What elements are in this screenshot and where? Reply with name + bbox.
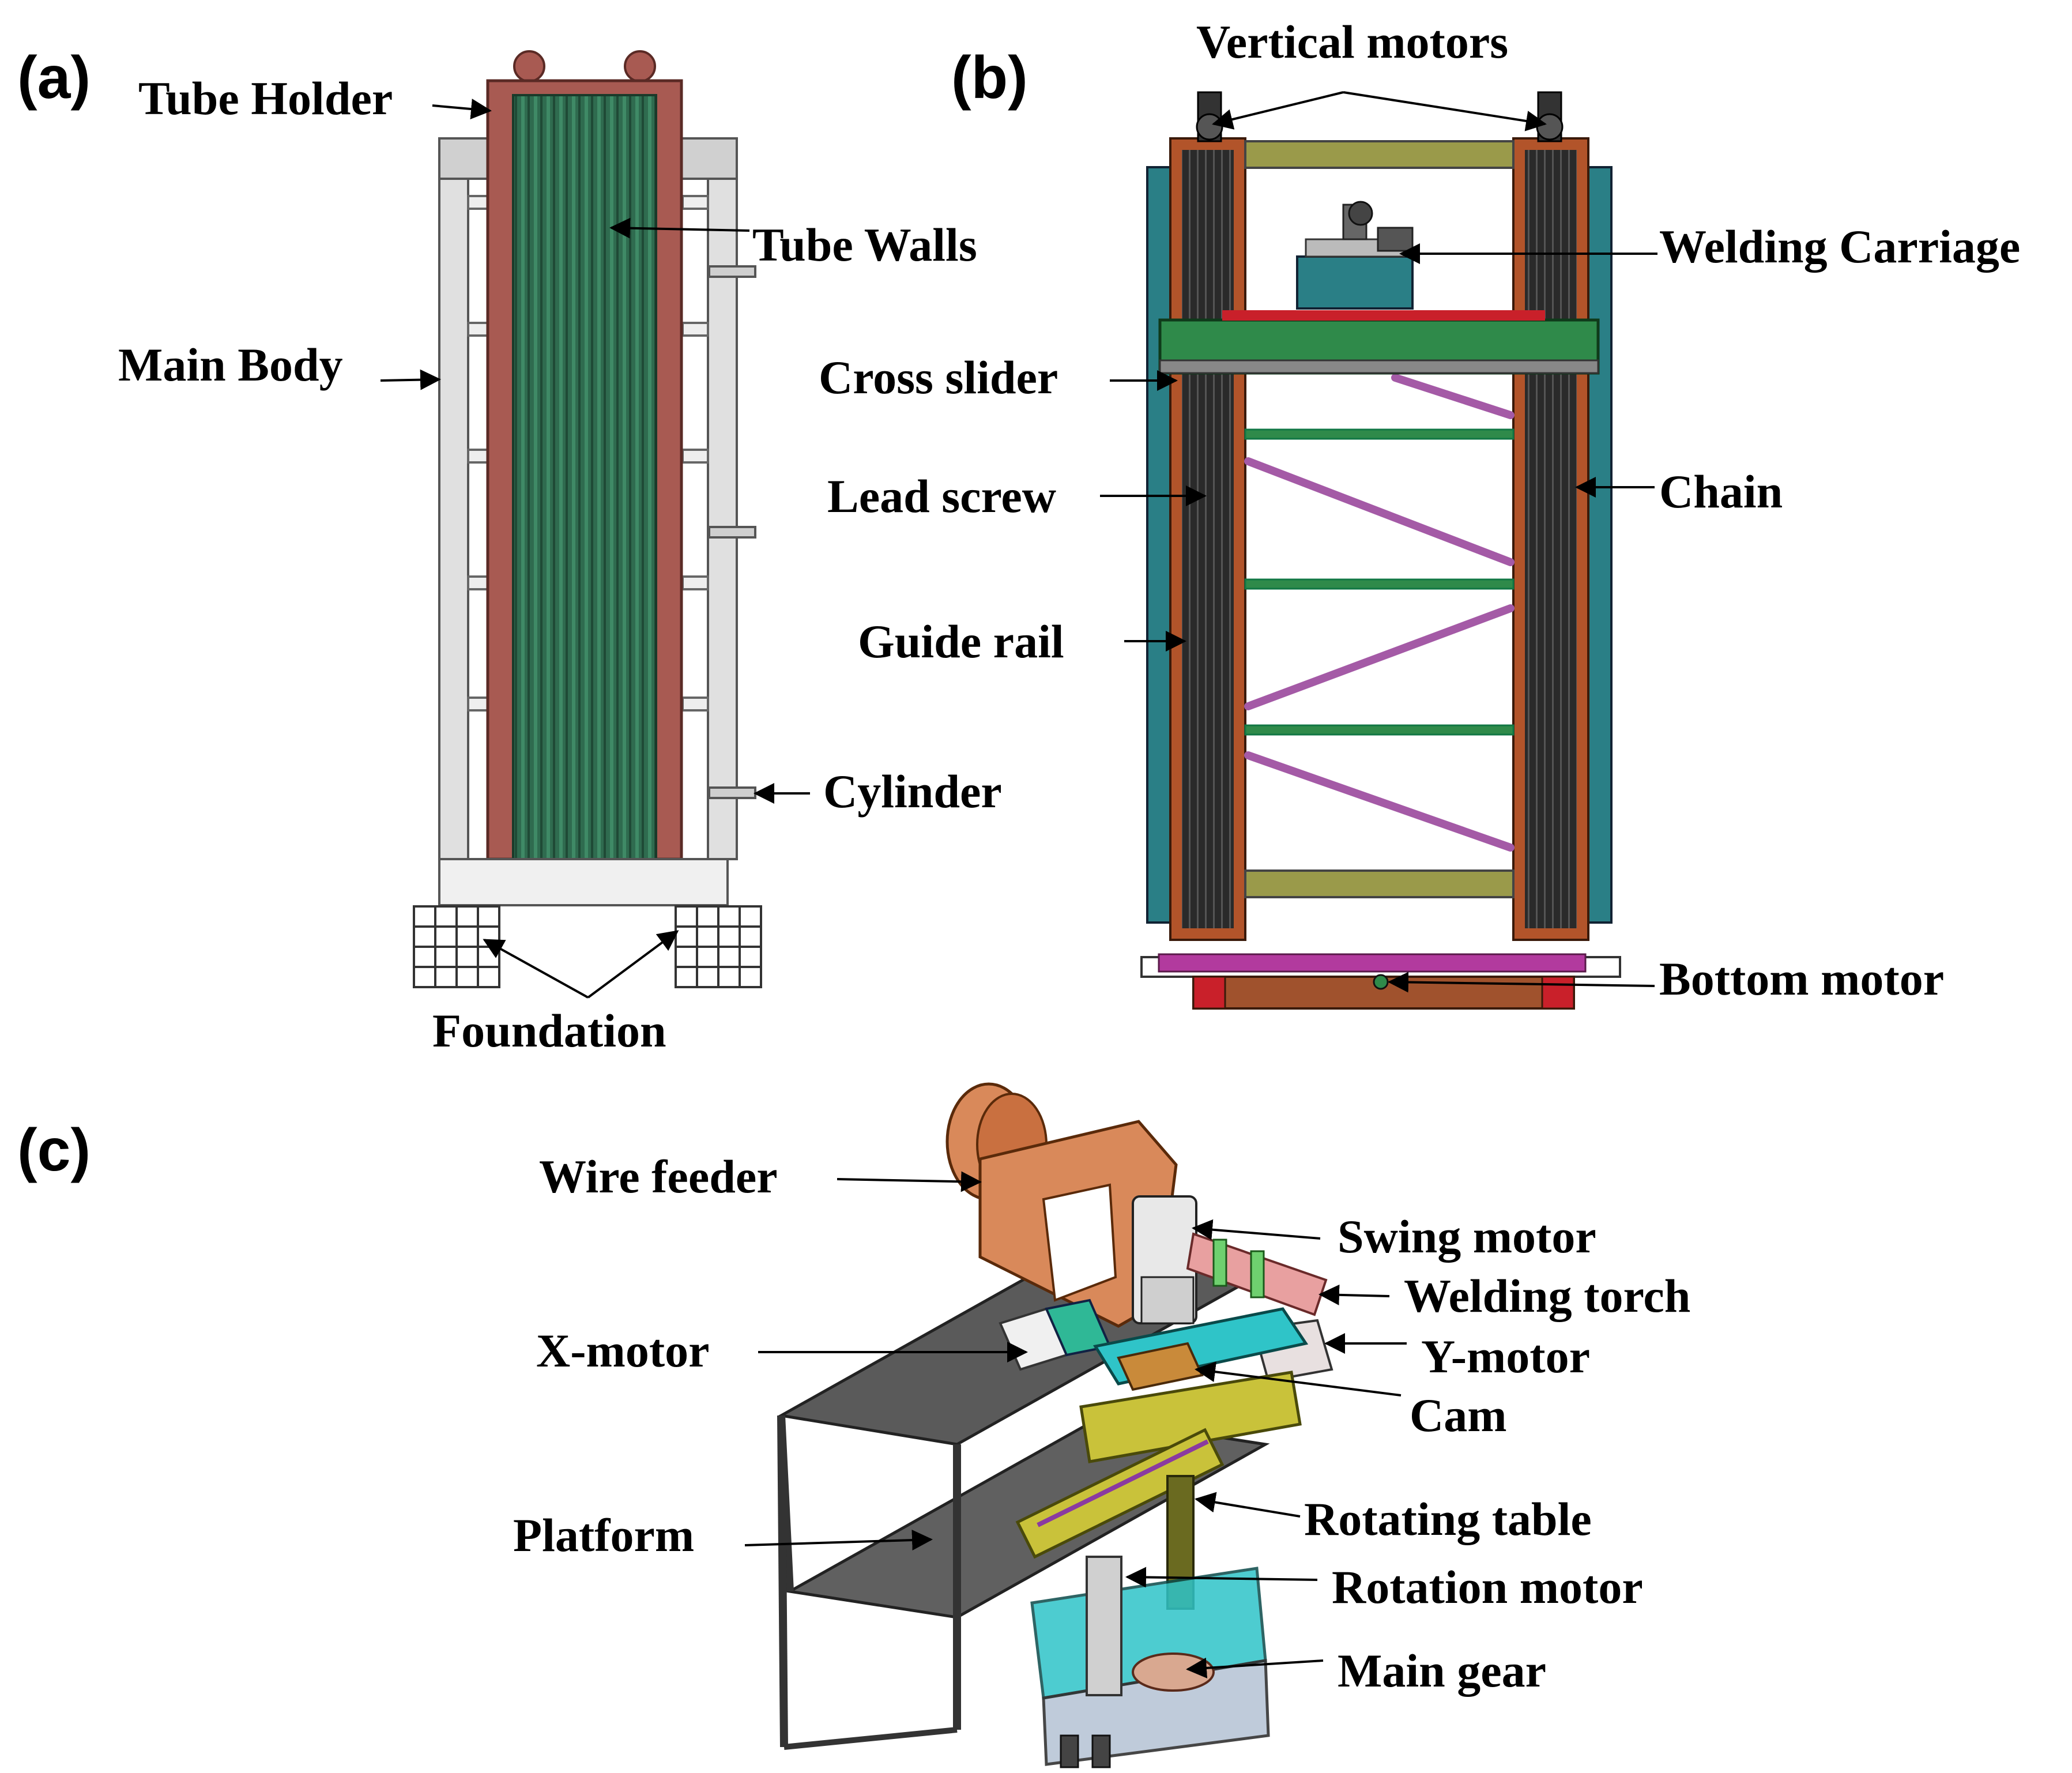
callout-tube-holder: Tube Holder bbox=[138, 72, 393, 125]
diagonal-struts bbox=[1244, 374, 1515, 852]
frame-rungs bbox=[1244, 428, 1515, 736]
callout-guide-rail: Guide rail bbox=[858, 615, 1064, 668]
base-foot-left bbox=[1192, 976, 1226, 1010]
panel-a-label: (a) bbox=[17, 44, 91, 111]
lifting-eye-right bbox=[624, 50, 656, 82]
callout-cam: Cam bbox=[1410, 1389, 1507, 1441]
welding-carriage bbox=[1296, 201, 1414, 310]
outer-column-left bbox=[1146, 166, 1171, 924]
guide-rail-right bbox=[1525, 150, 1577, 928]
tube-walls bbox=[512, 94, 657, 860]
leader-welding-torch bbox=[1318, 1284, 1390, 1305]
callout-wire-feeder: Wire feeder bbox=[539, 1150, 778, 1203]
housing-foot-left bbox=[1060, 1734, 1079, 1768]
bottom-motor-part bbox=[1373, 974, 1389, 990]
panel-b-label: (b) bbox=[951, 44, 1028, 111]
x-slide bbox=[1079, 1371, 1302, 1463]
leader-main-gear bbox=[1186, 1657, 1324, 1678]
callout-lead-screw: Lead screw bbox=[827, 470, 1056, 522]
leader-tube-walls bbox=[609, 217, 750, 239]
leader-vertical-motor-right bbox=[1343, 91, 1547, 131]
callout-welding-torch: Welding torch bbox=[1404, 1270, 1690, 1322]
cross-slider-top-strip bbox=[1222, 310, 1545, 321]
main-gear bbox=[1132, 1652, 1215, 1692]
leader-tube-holder bbox=[432, 99, 492, 119]
callout-y-motor: Y-motor bbox=[1421, 1330, 1590, 1383]
leader-rotating-table bbox=[1195, 1492, 1301, 1518]
vertical-motor-right bbox=[1536, 91, 1564, 142]
callout-platform: Platform bbox=[513, 1509, 694, 1561]
callout-swing-motor: Swing motor bbox=[1338, 1210, 1596, 1263]
main-body-column-left bbox=[438, 137, 469, 860]
leader-platform bbox=[744, 1530, 933, 1551]
leader-vertical-motor-left bbox=[1212, 91, 1344, 130]
welding-gantry-drawing bbox=[1140, 91, 1621, 1010]
callout-vertical-motors: Vertical motors bbox=[1196, 16, 1508, 68]
leader-foundation-left bbox=[483, 939, 589, 999]
base-beam bbox=[438, 858, 729, 906]
lifting-eye-left bbox=[513, 50, 545, 82]
callout-rotation-motor: Rotation motor bbox=[1332, 1561, 1643, 1613]
leader-cam bbox=[1195, 1361, 1402, 1396]
cross-slider-rail bbox=[1159, 359, 1599, 374]
leader-foundation-right bbox=[587, 930, 679, 999]
callout-tube-walls: Tube Walls bbox=[752, 219, 977, 271]
panel-b: (b) bbox=[819, 16, 2020, 1010]
leader-rotation-motor bbox=[1125, 1567, 1318, 1588]
callout-bottom-motor: Bottom motor bbox=[1659, 953, 1944, 1005]
panel-c-label: (c) bbox=[17, 1117, 91, 1184]
callout-chain: Chain bbox=[1659, 465, 1783, 518]
main-body-column-right bbox=[707, 137, 738, 860]
leader-bottom-motor bbox=[1388, 972, 1655, 993]
panel-a: (a) bbox=[17, 44, 1002, 1057]
callout-main-body: Main Body bbox=[118, 338, 343, 391]
housing-foot-right bbox=[1091, 1734, 1111, 1768]
vertical-motor-left bbox=[1196, 91, 1223, 142]
guide-rail-left bbox=[1182, 150, 1234, 928]
slide-rail-purple bbox=[1037, 1439, 1209, 1527]
callout-cross-slider: Cross slider bbox=[819, 351, 1058, 404]
swing-motor bbox=[1132, 1195, 1197, 1324]
foundation-block-left bbox=[413, 905, 500, 988]
leader-wire-feeder bbox=[837, 1171, 982, 1192]
bottom-crossbar bbox=[1244, 869, 1515, 898]
callout-main-gear: Main gear bbox=[1338, 1644, 1546, 1697]
callout-cylinder: Cylinder bbox=[823, 765, 1002, 818]
leader-main-body bbox=[380, 369, 441, 390]
leader-swing-motor bbox=[1192, 1219, 1321, 1240]
welding-carriage-3d-drawing bbox=[777, 1082, 1333, 1768]
welding-torch bbox=[1186, 1232, 1328, 1316]
panel-c: (c) bbox=[17, 1082, 1690, 1768]
callout-welding-carriage: Welding Carriage bbox=[1659, 220, 2020, 273]
tube-wall-rig-drawing bbox=[413, 50, 762, 988]
top-crossbar bbox=[1244, 140, 1515, 169]
outer-column-right bbox=[1587, 166, 1613, 924]
wire-feeder bbox=[945, 1082, 1178, 1328]
base-magenta-beam bbox=[1158, 953, 1587, 973]
foundation-block-right bbox=[675, 905, 762, 988]
callout-rotating-table: Rotating table bbox=[1304, 1493, 1592, 1545]
callout-foundation: Foundation bbox=[432, 1004, 666, 1057]
callout-x-motor: X-motor bbox=[536, 1324, 710, 1377]
base-foot-right bbox=[1541, 976, 1575, 1010]
